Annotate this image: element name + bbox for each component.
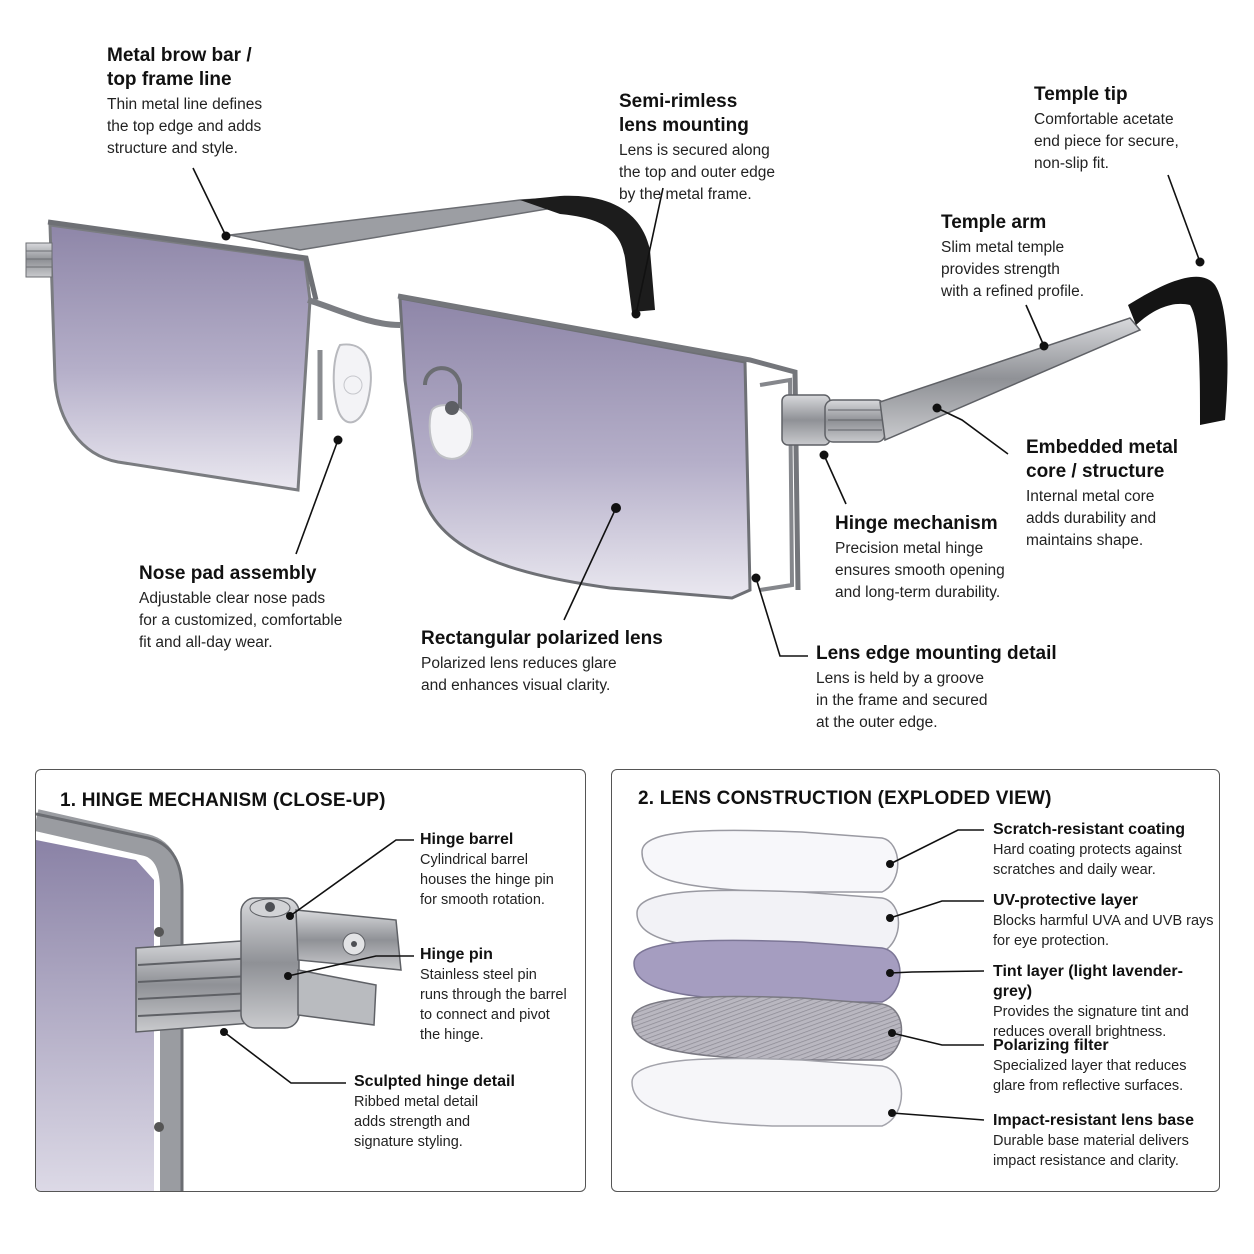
callout-title: Temple tip [1034, 84, 1128, 105]
layer-title: UV-protective layer [993, 892, 1138, 909]
main-leader-dots [221, 231, 1205, 583]
callout-title: Hinge barrel [420, 831, 514, 848]
impact-base-callout: Impact-resistant lens base Durable base … [993, 1111, 1194, 1171]
layer-desc: Specialized layer that reduces glare fro… [993, 1058, 1187, 1094]
callout-title: Embedded metal core / structure [1026, 437, 1179, 482]
callout-semi-rimless: Semi-rimless lens mounting Lens is secur… [619, 90, 775, 206]
hinge-arm-closeup [295, 909, 402, 1026]
callout-desc: Stainless steel pin runs through the bar… [420, 967, 567, 1043]
bridge [307, 297, 401, 328]
callout-title: Rectangular polarized lens [421, 628, 663, 649]
callout-desc: Lens is secured along the top and outer … [619, 142, 775, 203]
callout-desc: Polarized lens reduces glare and enhance… [421, 655, 617, 694]
layer-title: Scratch-resistant coating [993, 821, 1186, 838]
panel-title: 1. HINGE MECHANISM (CLOSE-UP) [60, 790, 386, 811]
polarizing-filter-callout: Polarizing filter Specialized layer that… [993, 1036, 1186, 1096]
layer-title: Polarizing filter [993, 1037, 1109, 1054]
tint-layer-callout: Tint layer (light lavender-grey) Provide… [993, 962, 1219, 1042]
callout-title: Hinge mechanism [835, 513, 998, 534]
near-hinge [781, 394, 886, 446]
right-nose-pad [423, 366, 474, 460]
callout-title: Temple arm [941, 212, 1047, 233]
layer-desc: Blocks harmful UVA and UVB rays for eye … [993, 913, 1214, 949]
callout-hinge-mechanism: Hinge mechanism Precision metal hinge en… [835, 512, 1005, 604]
callout-desc: Thin metal line defines the top edge and… [107, 96, 263, 157]
panel-title: 2. LENS CONSTRUCTION (EXPLODED VIEW) [638, 788, 1052, 809]
callout-nose-pad: Nose pad assembly Adjustable clear nose … [139, 562, 342, 654]
layer-desc: Provides the signature tint and reduces … [993, 1004, 1189, 1040]
callout-temple-arm: Temple arm Slim metal temple provides st… [941, 211, 1084, 303]
callout-title: Sculpted hinge detail [354, 1073, 515, 1090]
far-temple-arm [229, 195, 655, 312]
callout-desc: Lens is held by a groove in the frame an… [816, 670, 988, 731]
callout-title: Metal brow bar / top frame line [107, 45, 252, 90]
scratch-coating-callout: Scratch-resistant coating Hard coating p… [993, 820, 1185, 880]
callout-brow-bar: Metal brow bar / top frame line Thin met… [107, 44, 262, 160]
callout-desc: Ribbed metal detail adds strength and si… [354, 1094, 479, 1150]
callout-temple-tip: Temple tip Comfortable acetate end piece… [1034, 83, 1179, 175]
uv-layer-callout: UV-protective layer Blocks harmful UVA a… [993, 891, 1214, 951]
hinge-leader-lines [223, 839, 414, 1084]
callout-desc: Cylindrical barrel houses the hinge pin … [420, 852, 554, 908]
callout-desc: Internal metal core adds durability and … [1026, 488, 1157, 549]
callout-desc: Slim metal temple provides strength with… [941, 239, 1085, 300]
callout-desc: Comfortable acetate end piece for secure… [1034, 111, 1179, 172]
hinge-closeup-panel: 1. HINGE MECHANISM (CLOSE-UP) [35, 769, 586, 1192]
layer-title: Tint layer (light lavender-grey) [993, 963, 1183, 1000]
lens-construction-panel: 2. LENS CONSTRUCTION (EXPLODED VIEW) [611, 769, 1220, 1192]
lens-leader-lines [889, 829, 985, 1121]
left-hinge-block [25, 242, 53, 278]
hinge-barrel-callout: Hinge barrel Cylindrical barrel houses t… [420, 830, 554, 910]
layer-desc: Durable base material delivers impact re… [993, 1133, 1189, 1169]
callout-polarized-lens: Rectangular polarized lens Polarized len… [421, 627, 663, 697]
layer-title: Impact-resistant lens base [993, 1112, 1194, 1129]
right-lens [397, 293, 801, 600]
hinge-closeup-illustration [36, 809, 414, 1191]
callout-title: Semi-rimless lens mounting [619, 91, 749, 136]
lens-layers-illustration [631, 829, 985, 1127]
layer-uv-protective [636, 889, 900, 953]
layer-scratch-coating [641, 829, 899, 893]
layer-desc: Hard coating protects against scratches … [993, 842, 1182, 878]
callout-desc: Adjustable clear nose pads for a customi… [139, 590, 343, 651]
layer-impact-base [631, 1057, 903, 1127]
hinge-barrel-closeup [240, 897, 300, 1029]
hinge-pin-callout: Hinge pin Stainless steel pin runs throu… [420, 945, 567, 1045]
callout-lens-edge: Lens edge mounting detail Lens is held b… [816, 642, 1057, 734]
layer-polarizing [631, 995, 903, 1061]
callout-title: Hinge pin [420, 946, 493, 963]
callout-title: Lens edge mounting detail [816, 643, 1057, 664]
callout-title: Nose pad assembly [139, 563, 317, 584]
callout-desc: Precision metal hinge ensures smooth ope… [835, 540, 1005, 601]
left-nose-pad [332, 343, 372, 424]
layer-tint [633, 939, 901, 1003]
sculpted-hinge-callout: Sculpted hinge detail Ribbed metal detai… [354, 1072, 515, 1152]
main-leader-lines [192, 167, 1201, 657]
left-lens [25, 219, 319, 492]
callout-metal-core: Embedded metal core / structure Internal… [1026, 436, 1178, 552]
